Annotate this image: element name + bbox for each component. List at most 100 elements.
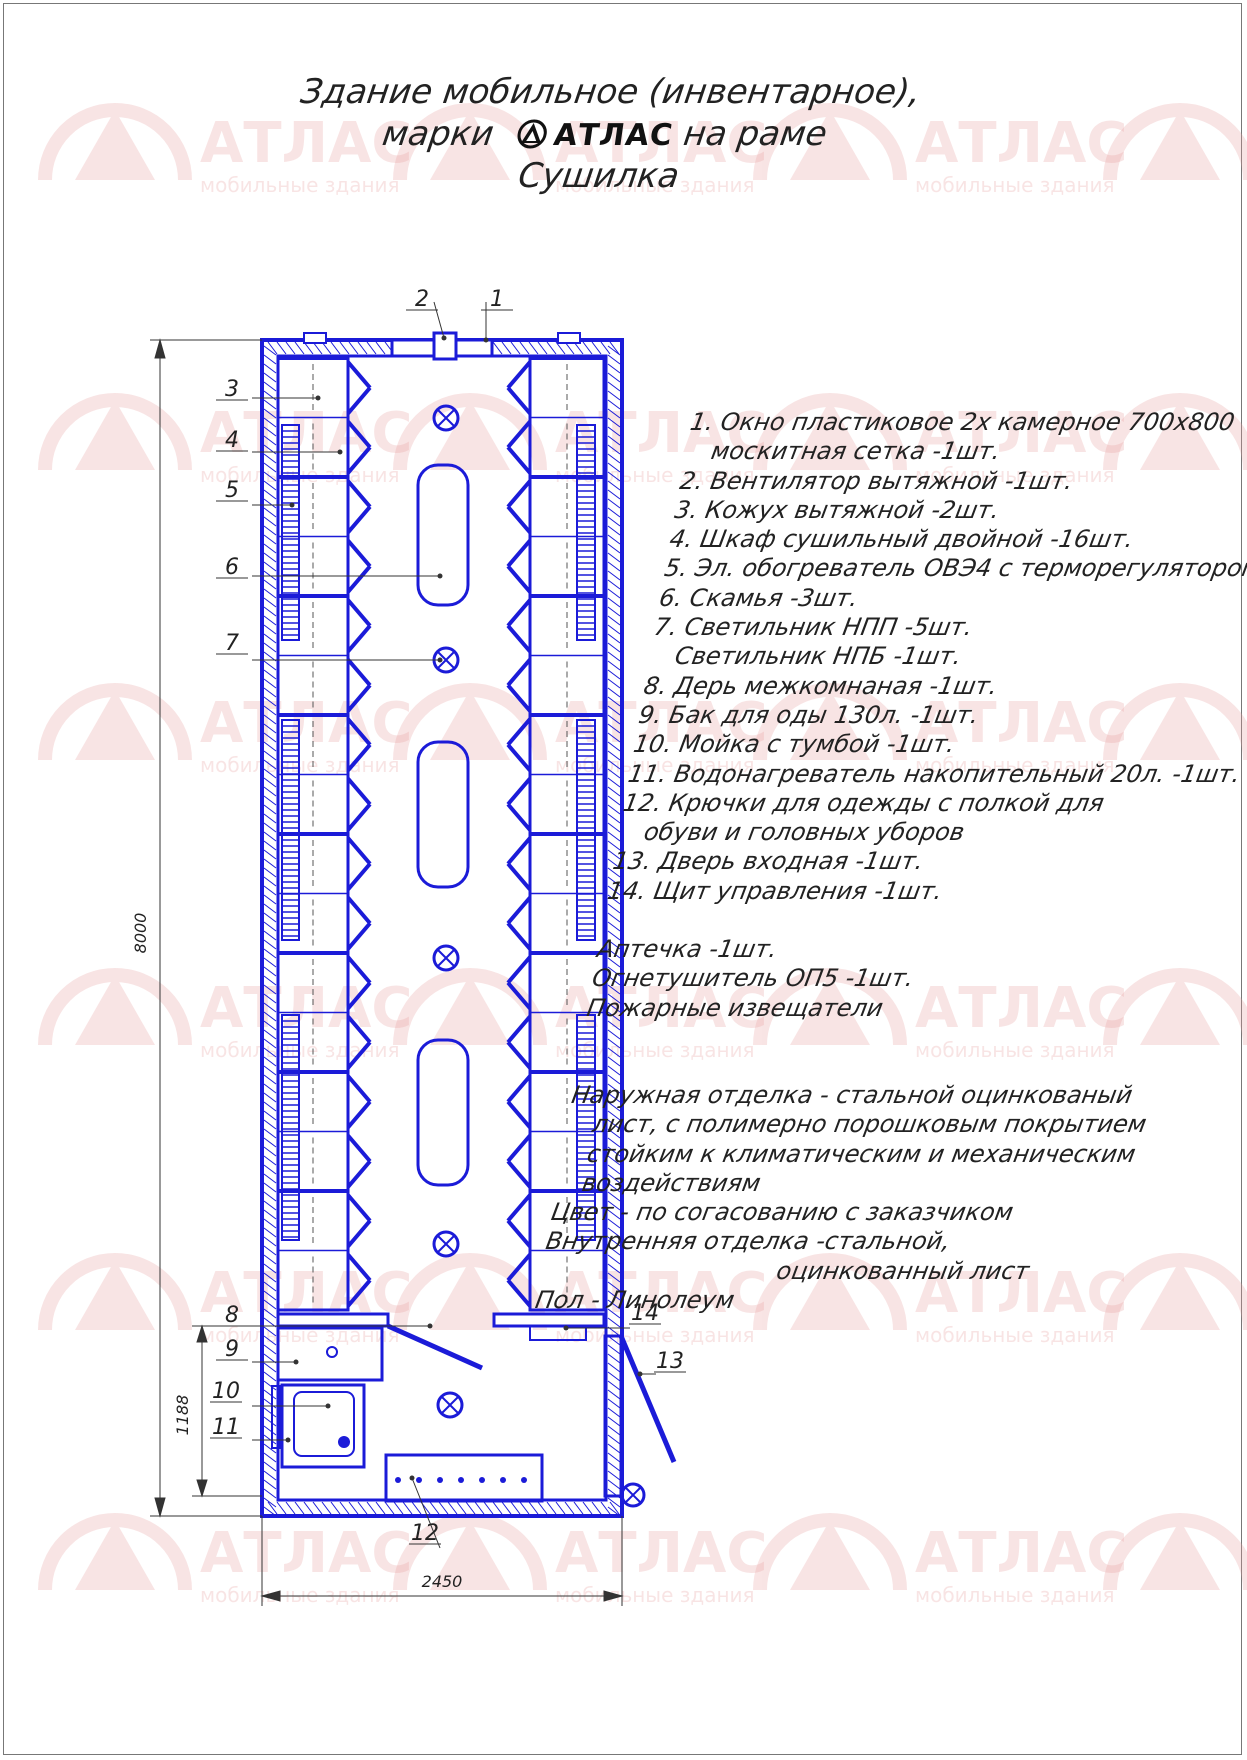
light-fixture-circle [436, 1391, 464, 1419]
wall-hatch-right [607, 1308, 621, 1319]
wall-hatch-right [607, 723, 621, 734]
watermark-triangle-shape [1140, 690, 1220, 760]
hook-shape [416, 1477, 422, 1483]
wall-hatch-left [263, 606, 277, 617]
wall-hatch-left [263, 732, 277, 743]
watermark-triangle-shape [790, 400, 870, 470]
wall-hatch-left [263, 1101, 277, 1112]
watermark-word: АТЛАС [555, 976, 768, 1041]
wall-hatch-right [607, 1029, 621, 1040]
wall-hatch-left [263, 1137, 277, 1148]
watermark-triangle-shape [790, 1520, 870, 1590]
wall-hatch-right [607, 1020, 621, 1031]
wall-hatch-right [607, 912, 621, 923]
wall-hatch-left [263, 957, 277, 968]
wall-hatch-right [607, 705, 621, 716]
watermark-arc-shape [393, 393, 547, 471]
wall-hatch-left [263, 1479, 277, 1490]
watermark-arc-shape [753, 103, 907, 181]
wall-hatch-right [607, 1353, 621, 1364]
wall-hatch-left [263, 714, 277, 725]
callout-leader-dot [289, 502, 295, 508]
locker-door-swing [506, 921, 532, 951]
wall-hatch-right [607, 867, 621, 878]
wall-hatch-left [263, 1407, 277, 1418]
wall-hatch-left [263, 1182, 277, 1193]
wall-hatch-right [607, 1083, 621, 1094]
wall-hatch-top [492, 341, 503, 355]
locker-door-swing [346, 1040, 372, 1070]
locker-door-swing [346, 1253, 372, 1282]
watermark-triangle-shape [75, 975, 155, 1045]
locker-door-swing [506, 360, 532, 390]
watermark-triangle-shape [75, 110, 155, 180]
watermark-arc-shape [1103, 103, 1247, 181]
sink-basin-shape [293, 1391, 355, 1457]
wall-hatch-right [607, 426, 621, 437]
hook-shelf-shape [384, 1453, 544, 1503]
wall-hatch-left [263, 1047, 277, 1058]
legend-item-10: 10. Мойка с тумбой -1шт. [631, 730, 958, 759]
watermark-triangle-shape [75, 690, 155, 760]
locker-door-swing [346, 1193, 372, 1223]
legend-item-6: 6. Скамья -3шт. [657, 583, 861, 612]
watermark-arc-shape [753, 1513, 907, 1591]
wall-hatch-left [263, 1209, 277, 1220]
wall-hatch-right [607, 1380, 621, 1391]
wall-hatch-left [263, 1164, 277, 1175]
wall-hatch-left [263, 894, 277, 905]
wall-hatch-left [263, 948, 277, 959]
wall-hatch-left [263, 1074, 277, 1085]
wall-hatch-left [263, 624, 277, 635]
dimension-arrow [603, 1590, 624, 1602]
watermark-subtitle: мобильные здания [915, 1038, 1115, 1062]
locker-door-swing [346, 1100, 372, 1129]
wall-hatch-right [607, 435, 621, 446]
legend-item-5: 5. Эл. обогреватель ОВЭ4 с терморегулято… [662, 554, 1247, 583]
wall-hatch-top [375, 341, 386, 355]
watermark-arc-shape [38, 1253, 192, 1331]
heater-body [576, 1014, 596, 1241]
wall-hatch-right [607, 624, 621, 635]
wall-hatch-top [267, 341, 278, 355]
hook-shape [395, 1477, 401, 1483]
wall-hatch-right [607, 669, 621, 680]
wall-hatch-right [607, 1011, 621, 1022]
wall-hatch-bottom [600, 1501, 611, 1515]
wall-hatch-top [339, 341, 350, 355]
watermark-word: АТЛАС [555, 111, 768, 176]
wall-hatch-right [607, 1272, 621, 1283]
light-fixture-circle [432, 1230, 460, 1258]
legend-item-13: 13. Дверь входная -1шт. [610, 847, 926, 876]
wall-hatch-bottom [582, 1501, 593, 1515]
legend-fire-detectors: Пожарные извещатели [584, 993, 886, 1022]
locker-door-swing [346, 445, 372, 475]
wall-hatch-right [607, 957, 621, 968]
wall-hatch-left [263, 480, 277, 491]
wall-hatch-right [607, 759, 621, 770]
water-heater-shape [271, 1385, 281, 1449]
legend-spacer [579, 1023, 1104, 1052]
wall-hatch-left [263, 1443, 277, 1454]
wall-hatch-right [607, 777, 621, 788]
wall-hatch-left [263, 1425, 277, 1436]
hook-shape [458, 1477, 464, 1483]
wall-hatch-left [263, 363, 277, 374]
watermark-arc-shape [393, 1513, 547, 1591]
watermark-triangle-shape [1140, 1260, 1220, 1330]
watermark-word: АТЛАС [555, 691, 768, 756]
wall-hatch-right [607, 1425, 621, 1436]
exhaust-hood-shape [303, 332, 327, 344]
bench-shape [416, 740, 470, 889]
wall-hatch-left [263, 921, 277, 932]
partition-wall-left [276, 1312, 390, 1328]
wall-hatch-left [263, 1452, 277, 1463]
locker-door-swing [346, 1278, 372, 1308]
legend-item-12: 12. Крючки для одежды с полкой для [620, 788, 1107, 817]
wall-hatch-left [263, 462, 277, 473]
wall-hatch-right [607, 1101, 621, 1112]
locker-door-swing [506, 1134, 532, 1163]
